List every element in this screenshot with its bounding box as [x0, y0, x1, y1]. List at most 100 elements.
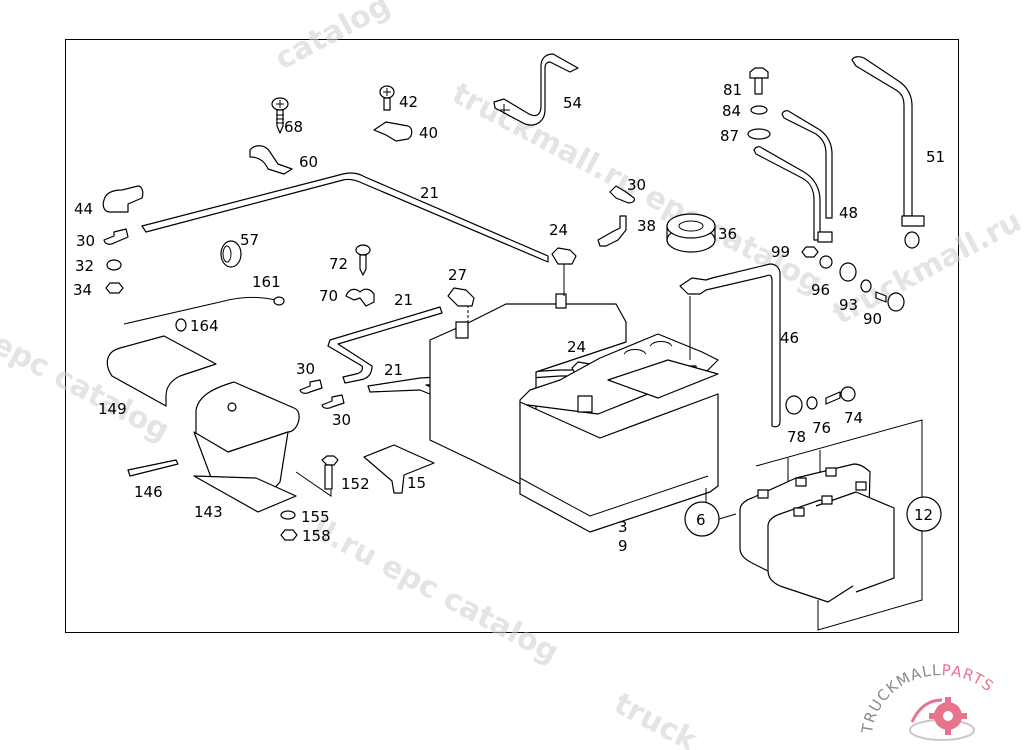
grommet-icon: [175, 318, 187, 332]
part-label-68: 68: [284, 118, 303, 136]
washer-icon: [747, 128, 771, 140]
washer-icon: [806, 396, 818, 410]
part-label-46: 46: [780, 329, 799, 347]
part-label-70: 70: [319, 287, 338, 305]
bolt-icon: [875, 291, 905, 312]
bracket-icon: [493, 53, 579, 126]
nut-icon: [280, 529, 298, 541]
part-label-30: 30: [332, 411, 351, 429]
part-label-27: 27: [448, 266, 467, 284]
washer-icon: [839, 262, 857, 282]
part-label-3: 3: [618, 518, 628, 536]
part-label-15: 15: [407, 474, 426, 492]
truckmall-parts-logo: TRUCKMALLPARTS: [858, 661, 997, 741]
part-label-48: 48: [839, 204, 858, 222]
cable-icon: [753, 110, 833, 269]
screw-icon: [271, 97, 289, 134]
part-label-78: 78: [787, 428, 806, 446]
nut-icon: [801, 246, 819, 258]
nut-icon: [105, 282, 124, 294]
part-label-30: 30: [296, 360, 315, 378]
bolt-icon: [825, 386, 856, 405]
part-label-161: 161: [252, 273, 281, 291]
part-label-96: 96: [811, 281, 830, 299]
washer-icon: [280, 510, 296, 520]
part-label-51: 51: [926, 148, 945, 166]
part-label-24: 24: [567, 338, 586, 356]
part-label-76: 76: [812, 419, 831, 437]
part-label-44: 44: [74, 200, 93, 218]
part-labels: 68 60 42 40 54 21 44 30 32 34 57 161 164…: [73, 81, 945, 555]
cable-icon: [123, 296, 276, 325]
part-label-57: 57: [240, 231, 259, 249]
cover-icon: [106, 335, 217, 407]
part-label-81: 81: [723, 81, 742, 99]
cable-icon: [141, 172, 549, 263]
part-label-21: 21: [384, 361, 403, 379]
terminal-clamp-icon: [447, 287, 475, 307]
battery-box-icon: [193, 381, 300, 513]
cable-icon: [327, 306, 443, 384]
terminal-clamp-icon: [551, 247, 577, 265]
part-label-74: 74: [844, 409, 863, 427]
terminal-clamp-icon: [597, 215, 627, 247]
part-label-38: 38: [637, 217, 656, 235]
callout-label-6: 6: [696, 511, 706, 529]
part-label-155: 155: [301, 508, 330, 526]
part-label-93: 93: [839, 296, 858, 314]
boot-icon: [102, 185, 144, 213]
terminal-lug-icon: [609, 185, 635, 204]
bracket-icon: [127, 459, 179, 477]
gear-icon: [909, 697, 975, 741]
part-label-149: 149: [98, 400, 127, 418]
part-label-54: 54: [563, 94, 582, 112]
part-label-30: 30: [76, 232, 95, 250]
logo-text-parts: PARTS: [941, 661, 997, 696]
callout-label-12: 12: [914, 506, 933, 524]
part-label-146: 146: [134, 483, 163, 501]
part-label-60: 60: [299, 153, 318, 171]
part-label-143: 143: [194, 503, 223, 521]
part-label-99: 99: [771, 243, 790, 261]
part-label-152: 152: [341, 475, 370, 493]
battery-icon: [519, 333, 719, 533]
part-label-30: 30: [627, 176, 646, 194]
washer-icon: [750, 105, 768, 115]
part-label-21: 21: [420, 184, 439, 202]
cable-icon: [851, 56, 925, 249]
screw-icon: [355, 244, 371, 276]
part-label-24: 24: [549, 221, 568, 239]
washer-icon: [106, 259, 122, 271]
terminal-lug-icon: [299, 379, 323, 394]
cover-icon: [363, 444, 435, 494]
watermark: catalog: [269, 0, 396, 77]
watermark: truck: [608, 686, 703, 750]
clamp-icon: [345, 288, 375, 307]
screw-icon: [379, 85, 395, 111]
part-label-42: 42: [399, 93, 418, 111]
part-label-87: 87: [720, 127, 739, 145]
terminal-lug-icon: [321, 394, 345, 409]
part-label-40: 40: [419, 124, 438, 142]
part-label-72: 72: [329, 255, 348, 273]
part-label-21: 21: [394, 291, 413, 309]
part-label-32: 32: [75, 257, 94, 275]
part-label-84: 84: [722, 102, 741, 120]
bolt-icon: [321, 455, 339, 490]
part-label-158: 158: [302, 527, 331, 545]
bolt-icon: [749, 67, 769, 95]
part-label-164: 164: [190, 317, 219, 335]
battery-cells-icon: [739, 419, 923, 631]
terminal-lug-icon: [103, 228, 129, 245]
watermark: ll.ru epc catalog: [306, 511, 564, 670]
diagram-frame: [65, 39, 959, 633]
cable-icon: [679, 263, 781, 428]
washer-icon: [860, 279, 872, 293]
part-label-34: 34: [73, 281, 92, 299]
grommet-icon: [220, 240, 242, 268]
part-label-9: 9: [618, 537, 628, 555]
part-label-36: 36: [718, 225, 737, 243]
logo-text-truckmall: TRUCKMALL: [858, 661, 942, 736]
clamp-icon: [249, 145, 293, 175]
